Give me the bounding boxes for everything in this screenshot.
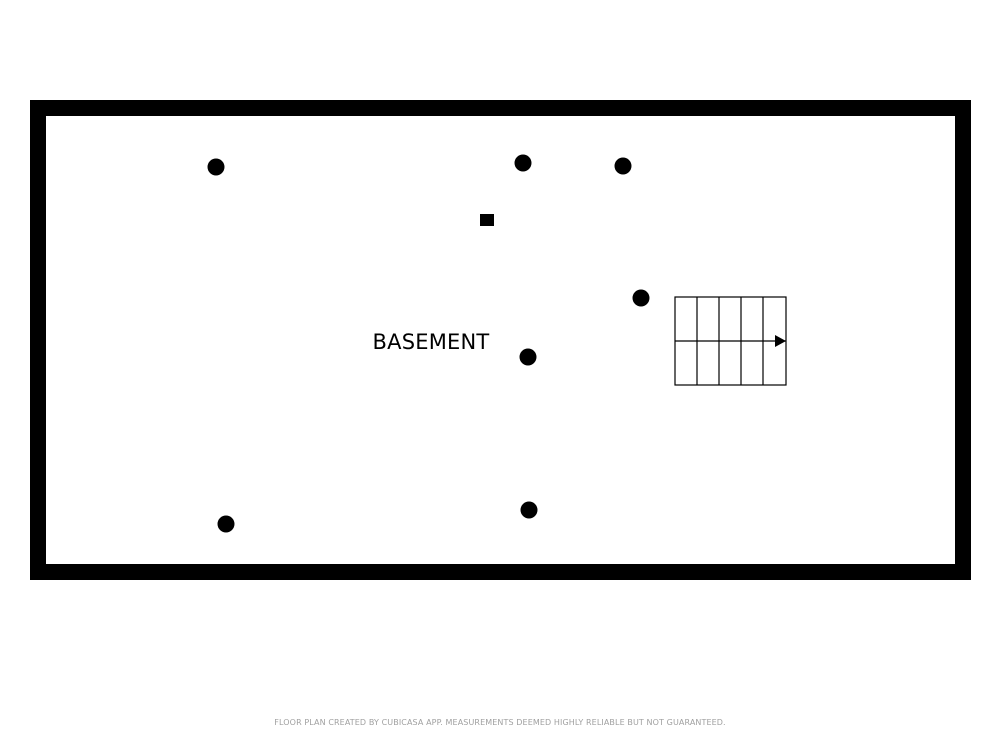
column-icon	[614, 157, 632, 175]
column-icon	[207, 158, 225, 176]
footer-disclaimer: FLOOR PLAN CREATED BY CUBICASA APP. MEAS…	[274, 718, 726, 727]
arrow-right-icon	[775, 335, 786, 347]
column-icon	[514, 154, 532, 172]
column-icon	[519, 348, 537, 366]
column-icon	[520, 501, 538, 519]
post-icon	[480, 214, 494, 226]
room-label: BASEMENT	[372, 330, 490, 354]
stairs-icon	[674, 296, 787, 386]
column-icon	[632, 289, 650, 307]
column-icon	[217, 515, 235, 533]
